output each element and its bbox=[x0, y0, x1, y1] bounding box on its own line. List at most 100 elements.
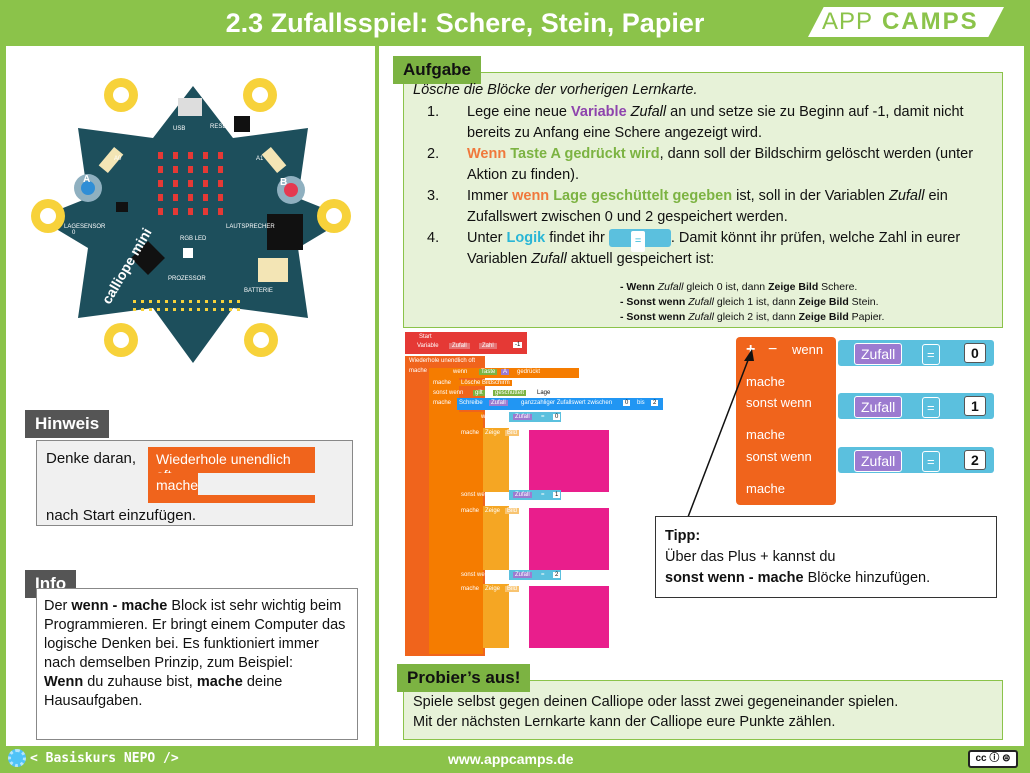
rgb-label: RGB LED bbox=[180, 236, 207, 242]
task-item-1: 1.Lege eine neue Variable Zufall an und … bbox=[427, 104, 964, 141]
minus-icon[interactable]: − bbox=[768, 341, 778, 358]
appcamps-logo bbox=[808, 7, 1004, 37]
sonst-wenn-label-1: sonst wenn bbox=[746, 395, 812, 410]
logo-camps-text: CAMPS bbox=[882, 8, 979, 35]
led-grid-2 bbox=[529, 508, 609, 570]
info-text: Der wenn - mache Block ist sehr wichtig … bbox=[44, 597, 354, 711]
lagesensor-label: LAGESENSOR bbox=[64, 224, 106, 230]
eq-op-2[interactable]: = bbox=[922, 451, 940, 472]
plus-label: + bbox=[238, 84, 243, 94]
probier-text: Spiele selbst gegen deinen Calliope oder… bbox=[413, 692, 898, 732]
info-p2b: du zuhause bist, bbox=[83, 674, 197, 690]
plus-icon[interactable]: + bbox=[746, 341, 756, 358]
zufall-var-0[interactable]: Zufall bbox=[854, 343, 903, 365]
button-a-label: A bbox=[83, 174, 90, 185]
tipp-text: Tipp: Über das Plus + kannst du sonst we… bbox=[665, 526, 930, 589]
usb-label: USB bbox=[173, 126, 185, 132]
hinweis-prefix: Denke daran, bbox=[46, 450, 137, 467]
pin3-label: 3 bbox=[318, 236, 322, 242]
value-1[interactable]: 1 bbox=[964, 396, 986, 416]
hinweis-tab: Hinweis bbox=[25, 410, 110, 438]
minus-label: − bbox=[138, 82, 143, 92]
sonst-wenn-label-2: sonst wenn bbox=[746, 449, 812, 464]
logic-block-body bbox=[736, 337, 836, 505]
info-box bbox=[36, 588, 358, 740]
inner-if-block bbox=[457, 412, 483, 654]
pin0-label: 0 bbox=[72, 230, 76, 236]
sub-item: - Sonst wenn Zufall gleich 2 ist, dann Z… bbox=[620, 311, 885, 323]
hinweis-suffix: nach Start einzufügen. bbox=[46, 507, 197, 524]
info-p1c: Block ist sehr wichtig beim Programmiere… bbox=[44, 598, 346, 671]
logic-if-block: + − wenn mache sonst wenn mache sonst we… bbox=[736, 337, 1006, 509]
info-p2d: deine Hausaufgaben. bbox=[44, 674, 283, 709]
footer-course: < Basiskurs NEPO /> bbox=[30, 751, 179, 766]
sub-item: - Sonst wenn Zufall gleich 1 ist, dann Z… bbox=[620, 296, 879, 308]
mache-label-2: mache bbox=[746, 427, 786, 442]
aufgabe-intro: Lösche die Blöcke der vorherigen Lernkar… bbox=[413, 82, 698, 98]
tipp-line2: Blöcke hinzufügen. bbox=[803, 570, 931, 586]
button-b-label: B bbox=[280, 177, 287, 188]
tipp-box bbox=[655, 516, 997, 598]
creative-commons-icon: cc ⓘ ⊜ bbox=[968, 750, 1018, 768]
aufgabe-tab: Aufgabe bbox=[393, 56, 481, 84]
lautsprecher-label: LAUTSPRECHER bbox=[226, 224, 275, 230]
wiederhole-label: Wiederhole unendlich oft bbox=[148, 447, 315, 483]
probier-line2: Mit der nächsten Lernkarte kann der Call… bbox=[413, 714, 836, 730]
info-p1a: Der bbox=[44, 598, 72, 614]
if-block-outer bbox=[429, 368, 459, 654]
task-item-4: 4.Unter Logik findet ihr =. Damit könnt … bbox=[427, 229, 961, 267]
gear-icon bbox=[8, 749, 26, 767]
tipp-arrow bbox=[687, 349, 754, 518]
mache-label: mache bbox=[148, 473, 198, 497]
footer-bar bbox=[0, 746, 1030, 773]
mache-label-3: mache bbox=[746, 481, 786, 496]
prozessor-label: PROZESSOR bbox=[168, 276, 206, 282]
mache-label-1: mache bbox=[746, 374, 786, 389]
right-border bbox=[1024, 46, 1030, 746]
tipp-line2-bold: sonst wenn - mache bbox=[665, 570, 804, 586]
zufall-var-2[interactable]: Zufall bbox=[854, 450, 903, 472]
left-border bbox=[0, 46, 6, 746]
eq-op-1[interactable]: = bbox=[922, 397, 940, 418]
wenn-label: wenn bbox=[792, 342, 824, 357]
eq-op-0[interactable]: = bbox=[922, 344, 940, 365]
info-p2a: Wenn bbox=[44, 674, 84, 690]
task-item-3: 3.Immer wenn Lage geschüttelt gegeben is… bbox=[427, 188, 948, 225]
page-title: 2.3 Zufallsspiel: Schere, Stein, Papier bbox=[225, 8, 705, 38]
block-bottom bbox=[148, 495, 315, 503]
zufall-var-1[interactable]: Zufall bbox=[854, 396, 903, 418]
logo-app-text: APP bbox=[822, 8, 874, 35]
footer-url[interactable]: www.appcamps.de bbox=[448, 751, 574, 767]
probier-tab: Probier’s aus! bbox=[397, 664, 531, 692]
pin2-label: 2 bbox=[234, 336, 238, 342]
tipp-title: Tipp: bbox=[665, 528, 701, 544]
info-p2c: mache bbox=[196, 674, 243, 690]
batterie-label: BATTERIE bbox=[244, 288, 273, 294]
value-2[interactable]: 2 bbox=[964, 450, 986, 470]
value-0[interactable]: 0 bbox=[964, 343, 986, 363]
led-grid-3 bbox=[529, 586, 609, 648]
calliope-board-illustration: USB RESET A0 A1 LAGESENSOR LAUTSPRECHER … bbox=[18, 68, 368, 368]
a0-label: A0 bbox=[114, 156, 122, 162]
a1-label: A1 bbox=[256, 156, 264, 162]
pin1-label: 1 bbox=[138, 336, 142, 342]
led-grid-1 bbox=[529, 430, 609, 492]
logic-compare-icon: = bbox=[608, 229, 671, 253]
info-p1b: wenn - mache bbox=[71, 598, 168, 614]
aufgabe-sublist: - Wenn Zufall gleich 0 ist, dann Zeige B… bbox=[620, 280, 884, 325]
column-divider bbox=[375, 46, 379, 746]
sub-item: - Wenn Zufall gleich 0 ist, dann Zeige B… bbox=[620, 281, 858, 293]
aufgabe-list: 1.Lege eine neue Variable Zufall an und … bbox=[427, 102, 997, 270]
wiederhole-block: Wiederhole unendlich oft mache bbox=[148, 447, 315, 503]
aufgabe-box bbox=[403, 72, 1003, 328]
tipp-line1: Über das Plus + kannst du bbox=[665, 549, 836, 565]
reset-label: RESET bbox=[210, 124, 230, 130]
task-item-2: 2.Wenn Taste A gedrückt wird, dann soll … bbox=[427, 146, 974, 183]
